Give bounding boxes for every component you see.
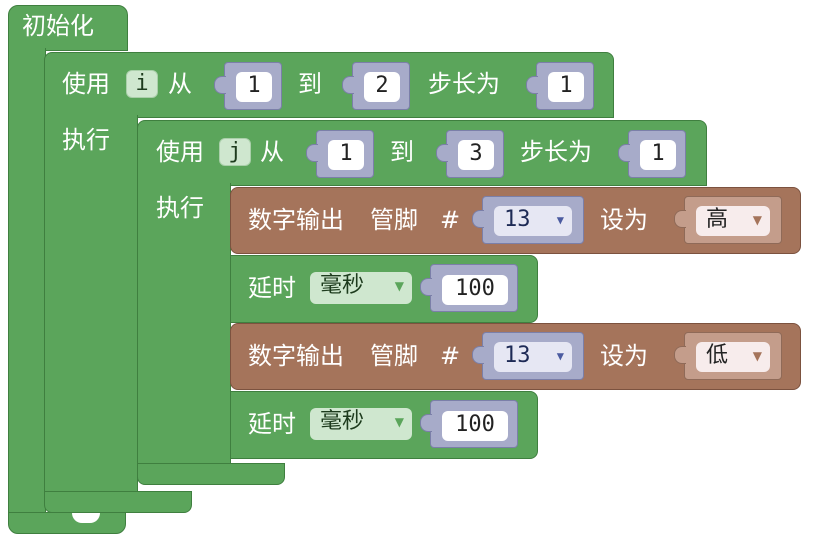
- loop-i-do: 执行: [62, 126, 110, 154]
- pin-socket-tab: [472, 210, 484, 228]
- loop-j-step-label: 步长为: [520, 138, 592, 166]
- level-socket-tab: [674, 210, 686, 228]
- digital-write-title: 数字输出: [248, 206, 344, 234]
- loop-i-start-socket: [224, 62, 282, 110]
- hash-label: #: [440, 342, 461, 370]
- delay-ms-field[interactable]: 100: [442, 275, 508, 305]
- loop-i-step-field[interactable]: 1: [548, 72, 584, 102]
- pin-socket-tab: [472, 346, 484, 364]
- loop-i-notch: [72, 513, 100, 523]
- chevron-down-icon: ▼: [394, 279, 404, 293]
- loop-i-use: 使用: [62, 70, 110, 98]
- chevron-down-icon: ▼: [394, 415, 404, 429]
- loop-j-step-field[interactable]: 1: [640, 140, 676, 170]
- level-dropdown[interactable]: 高 ▼: [696, 206, 770, 236]
- init-bottom: [8, 512, 126, 534]
- digital-write-title: 数字输出: [248, 342, 344, 370]
- pin-label: 管脚: [370, 206, 418, 234]
- loop-i-side: [44, 115, 138, 499]
- loop-j-side: [137, 183, 231, 467]
- loop-j-var-pill[interactable]: j: [219, 138, 251, 166]
- delay-unit-dropdown[interactable]: 毫秒 ▼: [310, 408, 412, 440]
- pin-dropdown[interactable]: 13 ▼: [494, 206, 572, 236]
- level-value: 低: [706, 343, 729, 368]
- loop-j-end-tab: [436, 144, 448, 162]
- loop-j-end-field[interactable]: 3: [458, 140, 494, 170]
- loop-j-from: 从: [260, 138, 284, 166]
- set-label: 设为: [600, 342, 648, 370]
- loop-j-start-field[interactable]: 1: [328, 140, 364, 170]
- init-body-left: [8, 48, 46, 518]
- loop-j-step-tab: [618, 144, 630, 162]
- delay-title: 延时: [248, 410, 296, 438]
- level-value: 高: [706, 207, 729, 232]
- set-label: 设为: [600, 206, 648, 234]
- chevron-down-icon: ▼: [752, 349, 762, 363]
- delay-ms-tab: [420, 278, 432, 296]
- delay-ms-tab: [420, 414, 432, 432]
- loop-i-start-tab: [214, 76, 226, 94]
- level-socket-tab: [674, 346, 686, 364]
- chevron-down-icon: ▼: [556, 349, 564, 363]
- level-dropdown[interactable]: 低 ▼: [696, 342, 770, 372]
- loop-i-var-pill[interactable]: i: [126, 70, 158, 98]
- delay-title: 延时: [248, 274, 296, 302]
- chevron-down-icon: ▼: [556, 213, 564, 227]
- loop-j-do: 执行: [156, 194, 204, 222]
- delay-unit-value: 毫秒: [320, 409, 365, 434]
- delay-ms-field[interactable]: 100: [442, 411, 508, 441]
- delay-unit-dropdown[interactable]: 毫秒 ▼: [310, 272, 412, 304]
- loop-j-bottom: [137, 463, 285, 485]
- hash-label: #: [440, 206, 461, 234]
- loop-i-bottom: [44, 491, 192, 513]
- init-block[interactable]: [8, 5, 128, 51]
- loop-i-end-tab: [342, 76, 354, 94]
- loop-i-start-field[interactable]: 1: [236, 72, 272, 102]
- pin-dropdown[interactable]: 13 ▼: [494, 342, 572, 372]
- loop-j-start-tab: [306, 144, 318, 162]
- chevron-down-icon: ▼: [752, 213, 762, 227]
- delay-unit-value: 毫秒: [320, 273, 365, 298]
- init-label: 初始化: [22, 12, 94, 40]
- pin-value: 13: [504, 207, 531, 232]
- loop-i-step-tab: [526, 76, 538, 94]
- loop-j-use: 使用: [156, 138, 204, 166]
- loop-j-to: 到: [390, 138, 414, 166]
- pin-label: 管脚: [370, 342, 418, 370]
- loop-i-end-field[interactable]: 2: [364, 72, 400, 102]
- loop-i-to: 到: [298, 70, 322, 98]
- loop-i-step-label: 步长为: [428, 70, 500, 98]
- pin-value: 13: [504, 343, 531, 368]
- loop-i-from: 从: [168, 70, 192, 98]
